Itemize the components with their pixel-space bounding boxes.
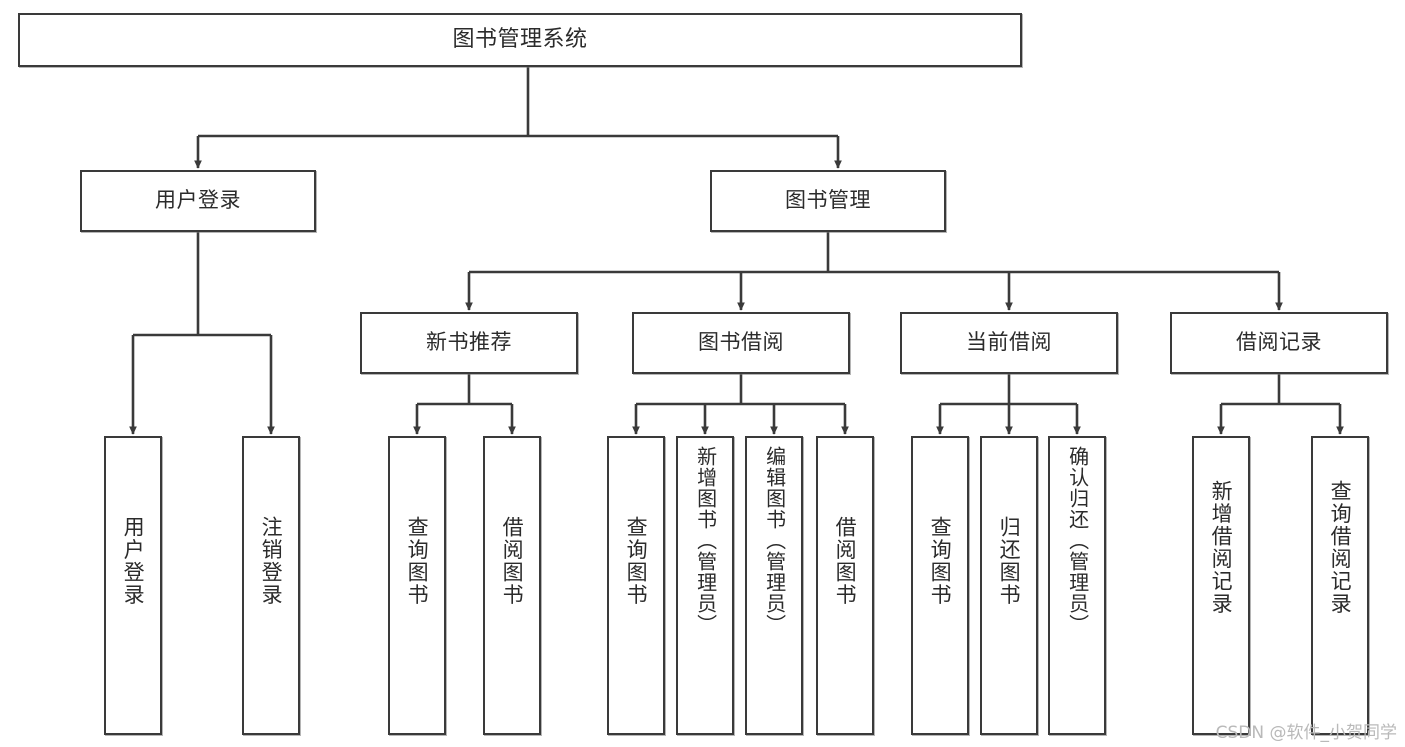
node-leaf-edit-book-admin-label: 编辑图书（管理员） <box>762 446 787 635</box>
node-leaf-borrow-book-1[interactable]: 借阅图书 <box>483 436 541 735</box>
node-leaf-add-book-admin[interactable]: 新增图书（管理员） <box>676 436 734 735</box>
node-borrow-record[interactable]: 借阅记录 <box>1170 312 1388 374</box>
node-leaf-borrow-book-2[interactable]: 借阅图书 <box>816 436 874 735</box>
node-leaf-add-borrow-record-label: 新增借阅记录 <box>1209 480 1234 615</box>
csdn-watermark: CSDN @软件_小贺同学 <box>1215 723 1397 743</box>
node-current-borrow-label: 当前借阅 <box>966 330 1052 355</box>
node-leaf-query-book-2[interactable]: 查询图书 <box>607 436 665 735</box>
node-leaf-query-borrow-record[interactable]: 查询借阅记录 <box>1311 436 1369 735</box>
node-book-borrow[interactable]: 图书借阅 <box>632 312 850 374</box>
node-new-book-recommend-label: 新书推荐 <box>426 330 512 355</box>
node-leaf-borrow-book-2-label: 借阅图书 <box>833 516 858 606</box>
node-leaf-query-book-3-label: 查询图书 <box>928 516 953 606</box>
node-leaf-edit-book-admin[interactable]: 编辑图书（管理员） <box>745 436 803 735</box>
node-leaf-query-book-3[interactable]: 查询图书 <box>911 436 969 735</box>
node-leaf-query-book-2-label: 查询图书 <box>624 516 649 606</box>
node-leaf-logout-login[interactable]: 注销登录 <box>242 436 300 735</box>
node-leaf-query-book-1-label: 查询图书 <box>405 516 430 606</box>
node-leaf-add-book-admin-label: 新增图书（管理员） <box>693 446 718 635</box>
node-root-book-management-system[interactable]: 图书管理系统 <box>18 13 1022 67</box>
node-current-borrow[interactable]: 当前借阅 <box>900 312 1118 374</box>
node-user-login[interactable]: 用户登录 <box>80 170 316 232</box>
node-book-management-label: 图书管理 <box>785 188 871 213</box>
node-new-book-recommend[interactable]: 新书推荐 <box>360 312 578 374</box>
node-leaf-return-book[interactable]: 归还图书 <box>980 436 1038 735</box>
node-book-borrow-label: 图书借阅 <box>698 330 784 355</box>
node-book-management[interactable]: 图书管理 <box>710 170 946 232</box>
node-leaf-confirm-return-admin-label: 确认归还（管理员） <box>1065 446 1090 635</box>
node-root-label: 图书管理系统 <box>452 26 588 52</box>
node-leaf-return-book-label: 归还图书 <box>997 516 1022 606</box>
node-leaf-confirm-return-admin[interactable]: 确认归还（管理员） <box>1048 436 1106 735</box>
node-leaf-user-login[interactable]: 用户登录 <box>104 436 162 735</box>
node-leaf-user-login-label: 用户登录 <box>121 516 146 606</box>
node-leaf-query-borrow-record-label: 查询借阅记录 <box>1328 480 1353 615</box>
node-leaf-add-borrow-record[interactable]: 新增借阅记录 <box>1192 436 1250 735</box>
node-leaf-borrow-book-1-label: 借阅图书 <box>500 516 525 606</box>
node-user-login-label: 用户登录 <box>155 188 241 213</box>
node-leaf-logout-login-label: 注销登录 <box>259 516 284 606</box>
node-borrow-record-label: 借阅记录 <box>1236 330 1322 355</box>
node-leaf-query-book-1[interactable]: 查询图书 <box>388 436 446 735</box>
